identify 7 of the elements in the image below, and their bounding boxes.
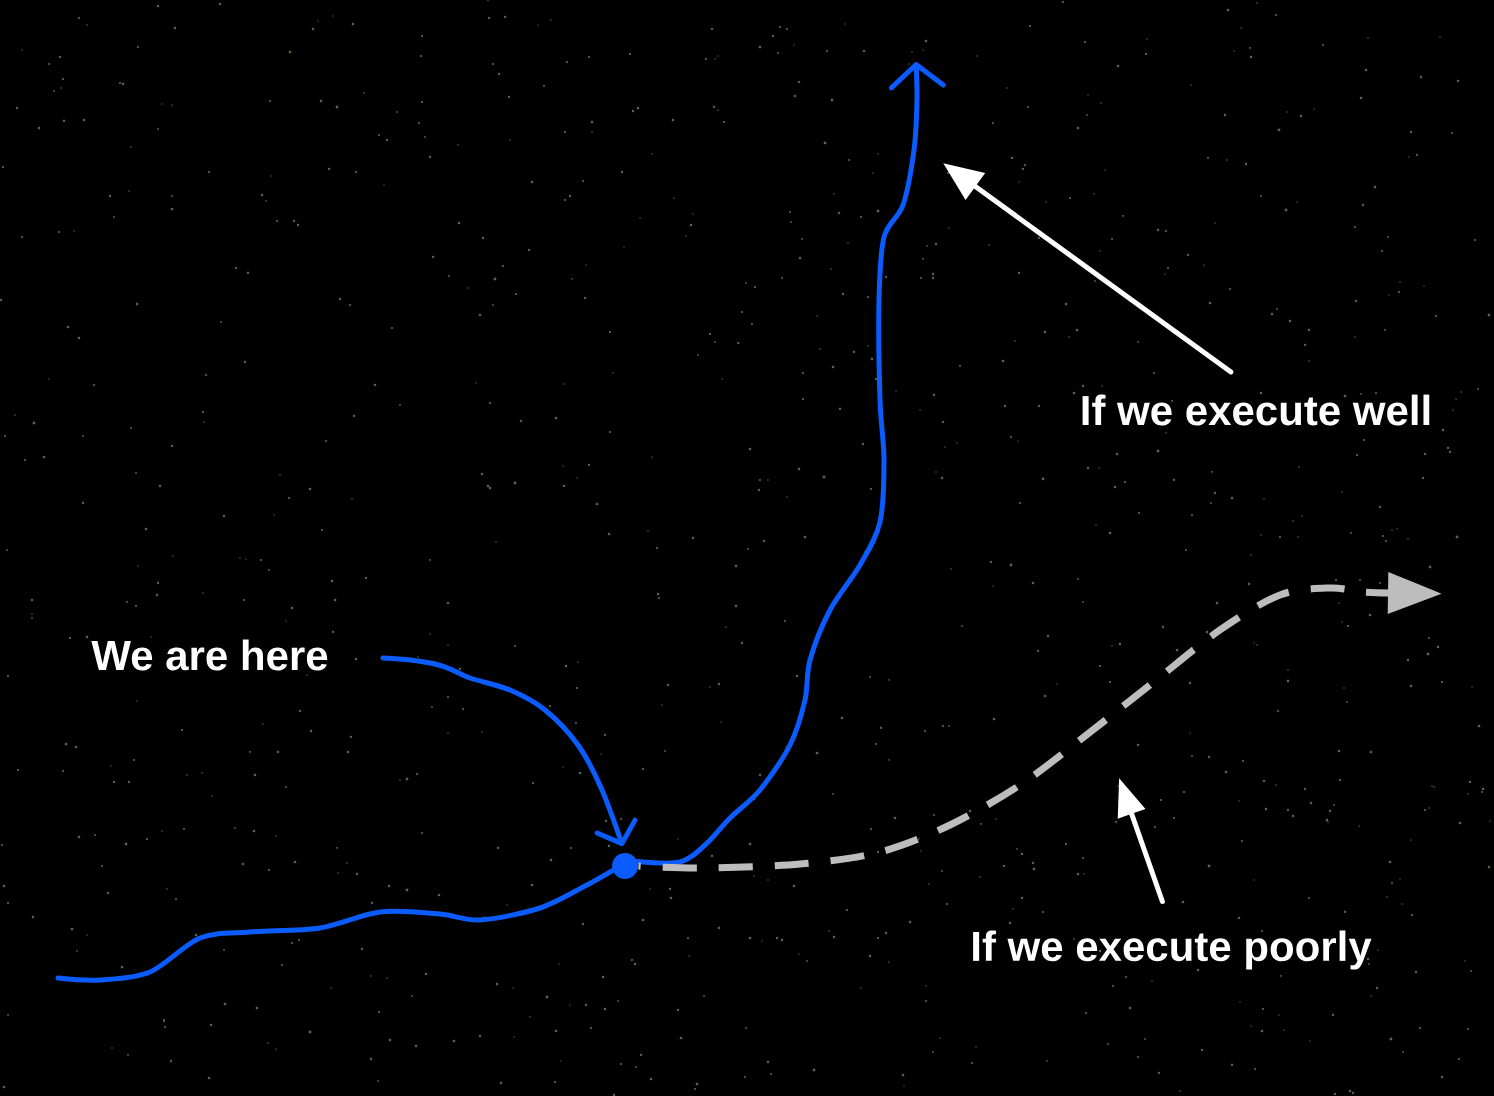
callout-text: We are here [91, 639, 328, 671]
callout-text: If we execute poorly [973, 930, 1372, 970]
position-dot [612, 853, 638, 879]
path-arrow [635, 62, 946, 866]
path-line [55, 868, 615, 983]
curved-arrow [380, 655, 638, 847]
callout-text: If we execute well [1082, 394, 1430, 426]
